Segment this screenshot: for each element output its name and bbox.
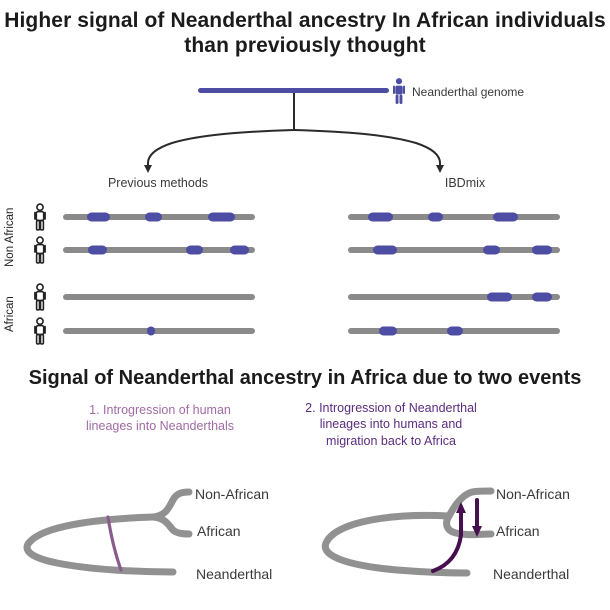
tree-event2 — [321, 487, 495, 577]
arrowhead-previous-methods — [144, 165, 152, 173]
tree1-main-curve — [23, 513, 177, 576]
tree2-down-arrowhead — [472, 526, 482, 537]
neanderthal-genome-label: Neanderthal genome — [412, 85, 525, 99]
neanderthal-segment — [483, 245, 500, 255]
method-split-brace — [144, 91, 444, 173]
tree2-neanderthal-introgression-curve — [431, 509, 463, 573]
tree1-non-african-branch — [149, 488, 193, 521]
neanderthal-segment — [367, 212, 393, 222]
neanderthal-segment — [378, 326, 397, 336]
group-label-african: African — [4, 296, 16, 332]
neanderthal-segment — [207, 212, 236, 222]
page-title: Higher signal of Neanderthal ancestry In… — [4, 9, 606, 58]
tree2-african-branch — [443, 512, 495, 539]
tree-event1 — [23, 488, 193, 576]
chromosome-bar — [348, 326, 560, 336]
chromosome-bar — [63, 294, 255, 300]
event1-caption: 1. Introgression of human lineages into … — [85, 403, 235, 434]
column-label-ibdmix: IBDmix — [444, 176, 486, 190]
neanderthal-segment — [144, 212, 163, 222]
chromosome-bar — [63, 326, 255, 336]
neanderthal-segment — [493, 212, 519, 222]
chromosome-bar — [348, 292, 560, 302]
chromosome-bar — [63, 245, 255, 255]
chromosome-bar — [63, 212, 255, 222]
chromosome-bar — [348, 212, 560, 222]
neanderthal-segment — [146, 326, 155, 336]
section2-title: Signal of Neanderthal ancestry in Africa… — [28, 367, 582, 389]
neanderthal-person-icon — [393, 78, 405, 104]
neanderthal-segment — [230, 245, 250, 255]
neanderthal-segment — [427, 212, 443, 222]
person-icon-non-african-1 — [34, 203, 46, 231]
tree2-label-african: African — [496, 523, 540, 539]
split-right-curve — [293, 129, 441, 167]
neanderthal-genome-bar — [198, 88, 389, 93]
tree2-non-african-branch — [445, 487, 495, 520]
person-icon-african-2 — [34, 317, 46, 345]
neanderthal-segment — [185, 245, 204, 255]
neanderthal-segment — [87, 245, 108, 255]
group-label-non-african: Non African — [4, 207, 16, 267]
tree2-up-arrowhead — [456, 502, 466, 513]
chromosome-bar — [348, 245, 560, 255]
tree1-label-neanderthal: Neanderthal — [196, 566, 273, 582]
tree2-label-non-african: Non-African — [496, 486, 570, 502]
neanderthal-segment — [447, 326, 463, 336]
tree2-main-curve — [321, 511, 471, 577]
neanderthal-segment — [487, 292, 513, 302]
neanderthal-segment — [532, 245, 553, 255]
arrowhead-ibdmix — [436, 165, 444, 173]
tree1-label-non-african: Non-African — [195, 486, 269, 502]
event2-caption: 2. Introgression of Neanderthal lineages… — [305, 401, 477, 448]
person-icon-non-african-2 — [34, 236, 46, 264]
neanderthal-segment — [532, 292, 552, 302]
person-icon-african-1 — [34, 283, 46, 311]
neanderthal-segment — [87, 212, 111, 222]
tree1-label-african: African — [197, 523, 241, 539]
tree1-introgression-line — [106, 515, 123, 572]
tree1-african-branch — [149, 513, 193, 538]
column-label-previous-methods: Previous methods — [107, 176, 209, 190]
neanderthal-segment — [373, 245, 397, 255]
tree2-label-neanderthal: Neanderthal — [493, 566, 570, 582]
split-left-curve — [147, 129, 295, 167]
